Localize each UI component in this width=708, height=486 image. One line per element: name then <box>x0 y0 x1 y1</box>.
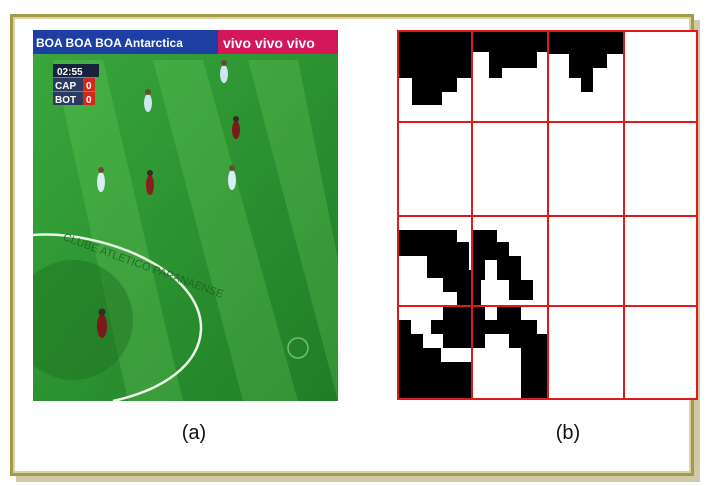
team-2-score: 0 <box>86 95 92 106</box>
ad-banner-right-text: vivo vivo vivo <box>223 35 315 51</box>
team-1-score: 0 <box>86 81 92 92</box>
caption-b: (b) <box>538 422 598 445</box>
caption-a: (a) <box>164 422 224 445</box>
scoreboard: 02:55 CAP 0 BOT 0 <box>53 64 99 106</box>
ad-banner-left-text: BOA BOA BOA Antarctica <box>36 36 183 50</box>
player <box>228 165 236 190</box>
frame-shadow-bottom <box>16 476 700 482</box>
player <box>146 170 154 195</box>
player <box>97 167 105 192</box>
player <box>144 89 152 112</box>
player <box>232 116 240 139</box>
team-1-name: CAP <box>55 81 76 92</box>
binary-grid <box>397 30 698 400</box>
player <box>220 60 228 83</box>
soccer-video-frame: CLUBE ATLETICO PARANAENSE BOA BOA BOA An… <box>33 30 338 401</box>
soccer-field-image: CLUBE ATLETICO PARANAENSE BOA BOA BOA An… <box>33 30 338 401</box>
binary-grid-figure <box>397 30 698 400</box>
team-2-name: BOT <box>55 95 76 106</box>
match-clock: 02:55 <box>57 67 83 78</box>
